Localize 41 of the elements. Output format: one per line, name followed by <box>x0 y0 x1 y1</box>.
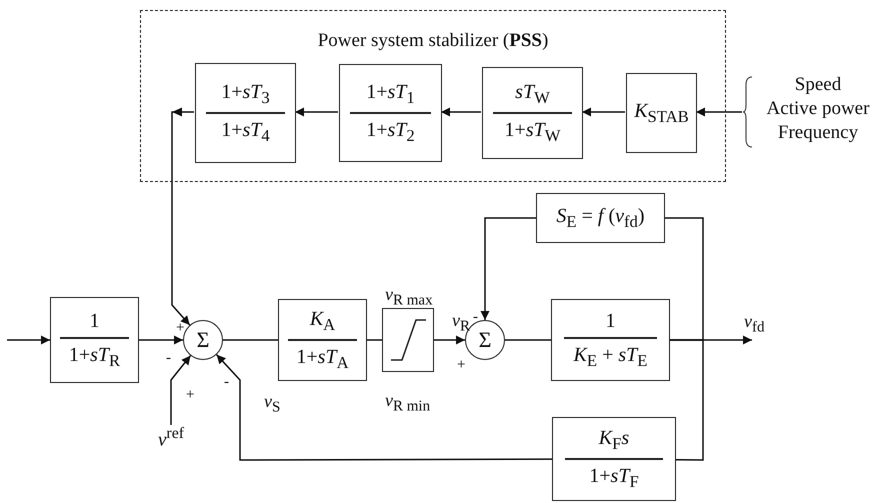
signal-label: v$_{S}$ <box>264 392 280 416</box>
numerator: sT$_{W}$ <box>515 80 550 108</box>
sign-label: - <box>166 351 171 366</box>
input-signal-label: Active power <box>766 99 870 120</box>
input-signal-label: Frequency <box>776 123 860 144</box>
numerator: 1 <box>90 310 100 332</box>
block-label: K$_{STAB}$ <box>634 100 689 126</box>
transfer-function-block <box>482 67 583 159</box>
numerator: K$_{A}$ <box>310 308 336 334</box>
transfer-function-block <box>551 299 670 381</box>
transfer-function-block <box>278 299 367 381</box>
denominator: 1+sT$_{A}$ <box>296 346 349 372</box>
numerator: K$_{F}$s <box>598 426 630 454</box>
transfer-function-block <box>339 64 442 162</box>
sign-label: - <box>224 375 229 390</box>
denominator: 1+sT$_{W}$ <box>504 118 560 146</box>
transfer-function-block <box>50 297 139 383</box>
numerator: 1+sT$_{3}$ <box>221 80 270 108</box>
numerator: 1+sT$_{1}$ <box>366 80 415 108</box>
transfer-function-block <box>552 417 676 501</box>
transfer-function-block <box>195 63 296 163</box>
input-signal-label: Speed <box>794 75 842 96</box>
limit-label: v$_{R max}$ <box>385 285 433 309</box>
numerator: 1 <box>606 310 616 332</box>
denominator: 1+sT$_{R}$ <box>68 344 120 370</box>
edge-label: v$_{fd}$ <box>744 312 764 336</box>
gain-block <box>536 193 665 243</box>
sign-label: + <box>457 358 466 373</box>
denominator: K$_{E}$ + sT$_{E}$ <box>574 344 648 370</box>
denominator: 1+sT$_{F}$ <box>589 464 639 492</box>
block-label: S$_{E}$ = f (v$_{fd}$) <box>556 204 645 232</box>
limit-label: v$_{R min}$ <box>385 391 430 415</box>
region-title: Power system stabilizer (PSS) <box>316 31 550 52</box>
dashed-region <box>140 10 726 182</box>
gain-block <box>626 73 697 153</box>
signal-label: v$^{ref}$ <box>156 425 185 452</box>
summing-junction: Σ <box>183 320 223 360</box>
denominator: 1+sT$_{4}$ <box>221 118 270 146</box>
denominator: 1+sT$_{2}$ <box>366 118 415 146</box>
sign-label: + <box>186 388 194 403</box>
sign-label: + <box>176 321 184 336</box>
